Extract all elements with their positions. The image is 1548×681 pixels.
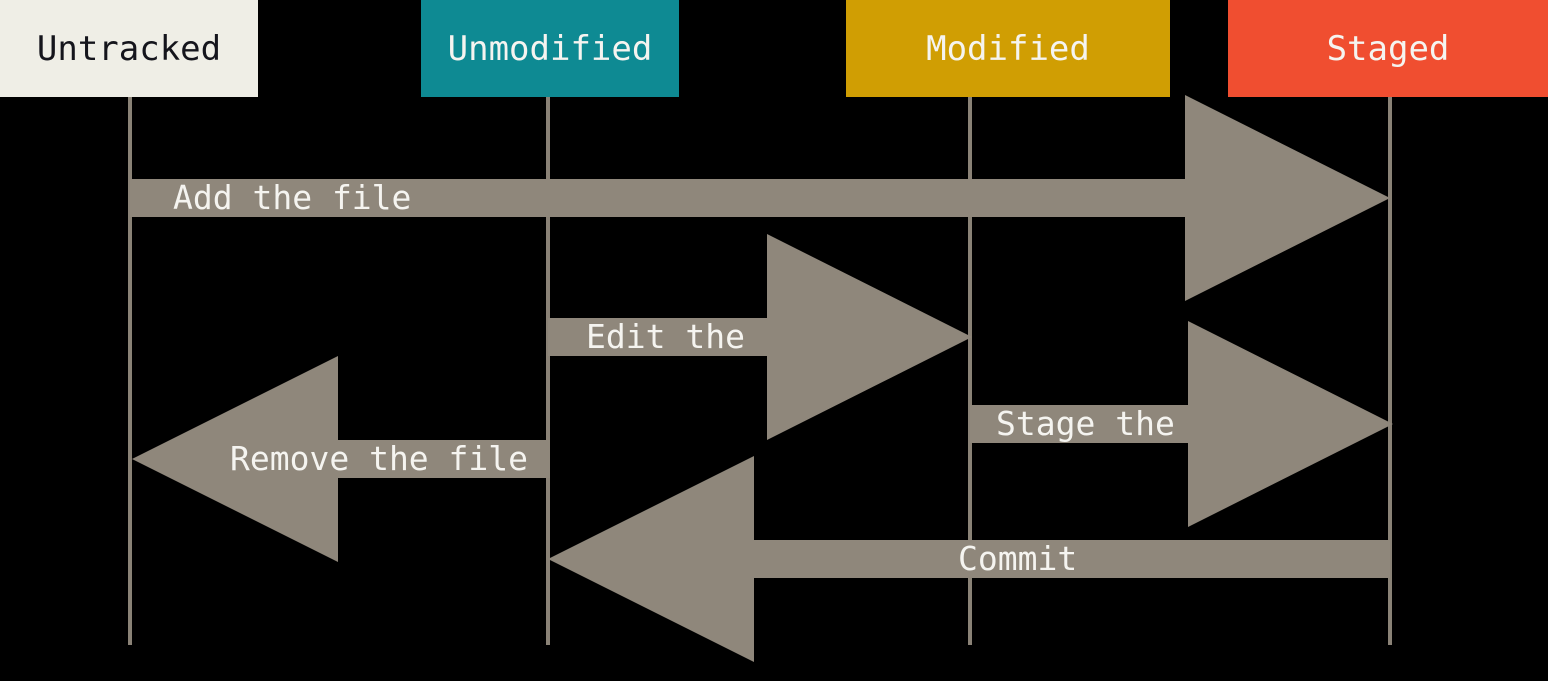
lifeline-untracked [128,97,132,645]
arrow-stage-the-file: Stage the file [970,321,1393,527]
state-label-untracked: Untracked [36,28,222,69]
arrow-remove-the-file: Remove the file [132,356,550,562]
arrow-shaft [338,440,550,478]
arrow-label-remove-the-file: Remove the file [230,439,529,478]
state-box-staged: Staged [1228,0,1548,97]
arrow-edit-the-file: Edit the file [548,234,972,440]
arrowhead-right-icon [1188,321,1393,527]
arrow-shaft [754,540,1390,578]
state-box-unmodified: Unmodified [421,0,679,97]
state-label-unmodified: Unmodified [447,28,653,69]
arrow-shaft: Stage the file [970,405,1274,443]
arrow-label-commit: Commit [958,539,1078,578]
arrow-add-the-file: Add the file [130,95,1390,301]
arrowhead-right-icon [1185,95,1390,301]
arrowhead-left-icon [548,456,754,662]
state-box-untracked: Untracked [0,0,258,97]
lifeline-unmodified [546,97,550,645]
arrow-commit: Commit [548,456,1390,662]
state-box-modified: Modified [846,0,1170,97]
state-label-staged: Staged [1326,28,1450,69]
arrow-label-add-the-file: Add the file [173,178,412,217]
arrowhead-right-icon [767,234,972,440]
arrowhead-left-icon [132,356,338,562]
arrow-shaft: Add the file [130,179,1228,217]
state-label-modified: Modified [926,28,1090,69]
